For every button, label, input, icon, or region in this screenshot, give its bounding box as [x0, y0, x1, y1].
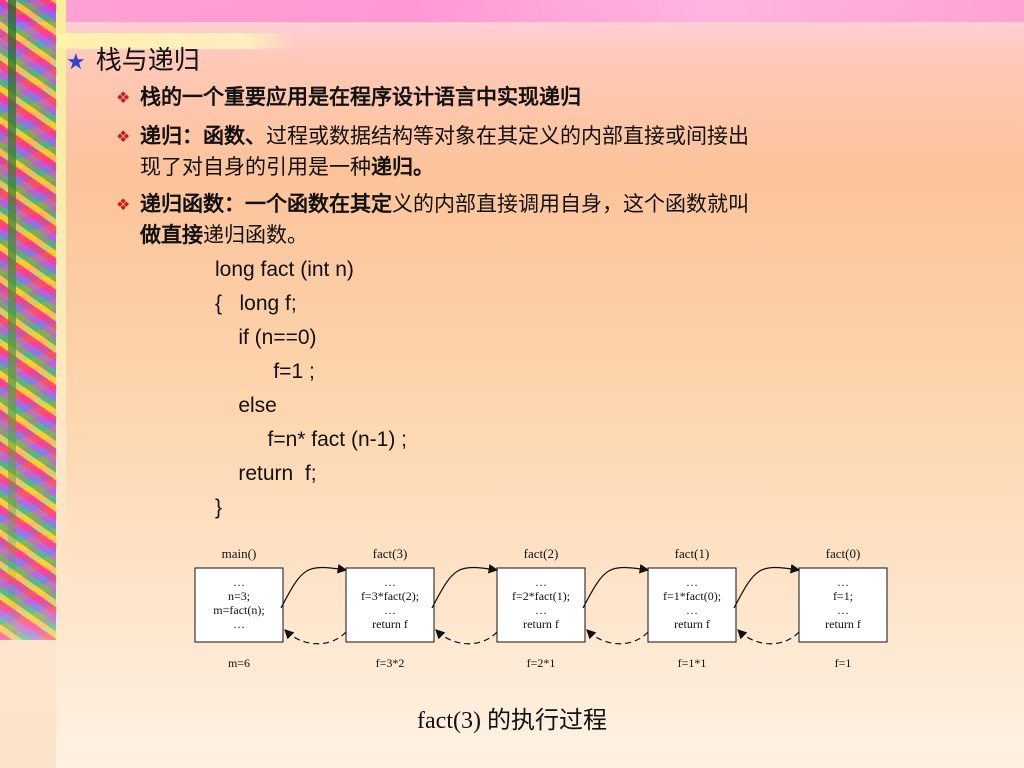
frame-line: … — [686, 603, 698, 617]
return-arrow — [737, 629, 800, 645]
frame-line: f=2*fact(1); — [512, 589, 570, 603]
frame-title: main() — [222, 546, 257, 561]
side-decor-fade — [0, 600, 56, 768]
side-decor-stripe-dark — [8, 0, 16, 640]
code-line: else — [215, 394, 277, 417]
bullet-3-line2-bold: 做直接 — [140, 223, 203, 247]
code-line: if (n==0) — [215, 326, 317, 349]
frame-title: fact(2) — [524, 546, 559, 561]
top-decor-band — [0, 0, 1024, 22]
frame-title: fact(1) — [675, 546, 710, 561]
frame-line: f=1*fact(0); — [663, 589, 721, 603]
return-arrow — [435, 629, 498, 645]
code-line: long fact (int n) — [215, 258, 354, 281]
bullet-3-line-2: 做直接递归函数。 — [116, 220, 976, 251]
bullet-2-text: 过程或数据结构等对象在其定义的内部直接或间接出 — [266, 124, 749, 148]
code-line: { long f; — [215, 292, 297, 315]
frame-line: return f — [674, 617, 710, 631]
bullet-3-text: 义的内部直接调用自身，这个函数就叫 — [392, 192, 749, 216]
frame-result: f=3*2 — [376, 656, 405, 670]
slide-title: ★ 栈与递归 — [66, 40, 200, 77]
bullet-2-line-2: 现了对自身的引用是一种递归。 — [116, 152, 976, 183]
frame-line: … — [686, 575, 698, 589]
bullet-1-text: 栈的一个重要应用是在程序设计语言中实现递归 — [140, 85, 581, 109]
frame-line: return f — [523, 617, 559, 631]
bullet-3: ❖ 递归函数：一个函数在其定义的内部直接调用自身，这个函数就叫 做直接递归函数。 — [116, 189, 976, 251]
return-arrow — [586, 629, 649, 645]
diamond-bullet-icon: ❖ — [116, 127, 131, 146]
call-arrow — [582, 564, 650, 609]
frame-result: f=1 — [835, 656, 852, 670]
frame-line: … — [837, 603, 849, 617]
frame-line: … — [837, 575, 849, 589]
side-decor-stripe-light — [56, 0, 66, 640]
frame-line: n=3; — [228, 589, 250, 603]
frame-result: m=6 — [228, 656, 250, 670]
code-line: } — [215, 496, 223, 519]
frame-box — [647, 567, 737, 643]
call-arrow — [431, 564, 499, 609]
diamond-bullet-icon: ❖ — [116, 88, 131, 107]
diagram-caption: fact(3) 的执行过程 — [417, 708, 607, 734]
code-line: f=n* fact (n-1) ; — [215, 428, 407, 451]
frame-result: f=1*1 — [678, 656, 707, 670]
frame-line: … — [384, 575, 396, 589]
call-arrow — [733, 564, 801, 609]
frame-line: … — [535, 603, 547, 617]
bullet-2-line2-bold: 递归。 — [371, 155, 434, 179]
frame-line: … — [535, 575, 547, 589]
bullet-2-bold: 递归：函数、 — [140, 124, 266, 148]
code-line: f=1 ; — [215, 360, 315, 383]
return-arrow — [284, 629, 347, 645]
bullet-2-line2-text: 现了对自身的引用是一种 — [140, 155, 371, 179]
frame-box — [496, 567, 586, 643]
slide-title-text: 栈与递归 — [95, 46, 200, 76]
frame-line: m=fact(n); — [213, 603, 264, 617]
frame-line: f=3*fact(2); — [361, 589, 419, 603]
bullet-3-bold: 递归函数：一个函数在其定 — [140, 192, 392, 216]
call-arrow — [280, 564, 348, 609]
frame-line: return f — [825, 617, 861, 631]
frame-line: … — [233, 575, 245, 589]
frame-title: fact(3) — [373, 546, 408, 561]
frame-line: … — [384, 603, 396, 617]
bullet-1: ❖ 栈的一个重要应用是在程序设计语言中实现递归 — [116, 82, 976, 113]
frame-box — [194, 567, 284, 643]
frame-line: … — [233, 617, 245, 631]
title-highlight-bar — [56, 33, 296, 49]
frame-line: f=1; — [833, 589, 853, 603]
frame-line: return f — [372, 617, 408, 631]
code-line: return f; — [215, 462, 317, 485]
bullet-2: ❖ 递归：函数、过程或数据结构等对象在其定义的内部直接或间接出 现了对自身的引用是… — [116, 121, 976, 183]
frame-title: fact(0) — [826, 546, 861, 561]
bullet-3-line2-text: 递归函数。 — [203, 223, 308, 247]
frame-result: f=2*1 — [527, 656, 556, 670]
frame-box — [798, 567, 888, 643]
recursion-diagram: main()…n=3;m=fact(n);…m=6fact(3)…f=3*fac… — [194, 546, 888, 670]
diamond-bullet-icon: ❖ — [116, 195, 131, 214]
star-icon: ★ — [66, 50, 86, 75]
